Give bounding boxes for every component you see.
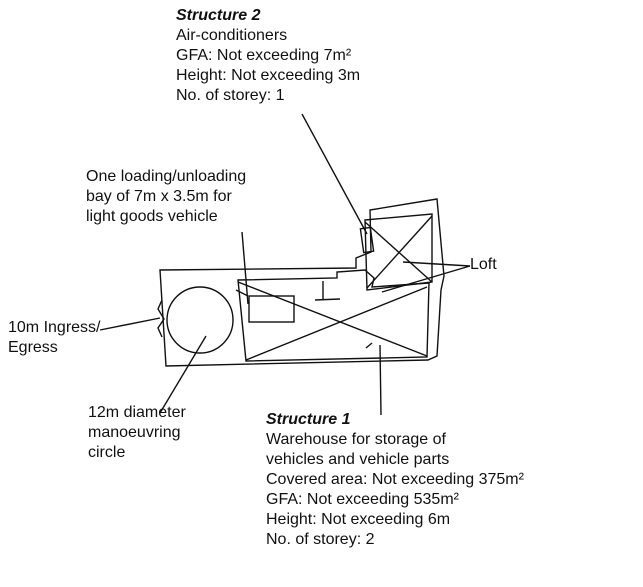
manoeuvring-line: 12m diameter [88,404,186,421]
loading-bay [248,295,295,323]
loading-bay-line: bay of 7m x 3.5m for [86,188,232,205]
manoeuvring-line: manoeuvring [88,424,181,441]
structure1-label: Structure 1 Warehouse for storage of veh… [266,410,524,550]
leader-ingress [99,317,161,331]
structure2-label: Structure 2 Air-conditioners GFA: Not ex… [176,6,360,106]
leader-loft-2 [381,265,471,293]
leader-loft-1 [402,261,471,267]
warehouse-diagonal-2 [245,286,428,361]
loading-bay-label: One loading/unloading bay of 7m x 3.5m f… [86,167,246,227]
loading-bay-line: light goods vehicle [86,208,218,225]
manoeuvring-line: circle [88,444,126,461]
structure1-line: No. of storey: 2 [266,531,375,548]
structure1-line: GFA: Not exceeding 535m² [266,491,459,508]
loading-bay-line: One loading/unloading [86,168,247,185]
air-conditioner-unit [359,226,375,254]
loft-diagonal-2 [366,215,433,289]
structure1-line: vehicles and vehicle parts [266,451,450,468]
structure1-line: Warehouse for storage of [266,431,446,448]
structure2-line: Air-conditioners [176,27,288,44]
leader-structure1 [379,344,382,416]
structure2-title: Structure 2 [176,7,261,24]
leader-structure2 [301,113,368,235]
ingress-gate [157,299,165,338]
structure2-line: Height: Not exceeding 3m [176,67,361,84]
site-boundary [159,198,445,367]
ingress-line: Egress [8,339,58,356]
loading-bay-edge [235,289,249,297]
structure1-title: Structure 1 [266,411,351,428]
ingress-line: 10m Ingress/ [8,319,101,336]
warehouse-diagonal-1 [237,281,428,357]
structure1-line: Height: Not exceeding 6m [266,511,451,528]
leader-loading-bay [241,231,249,305]
loft-diagonal-1 [364,221,433,283]
manoeuvring-circle [166,286,234,354]
warehouse-outline [237,269,430,362]
manoeuvring-circle-label: 12m diameter manoeuvring circle [88,403,186,463]
ingress-label: 10m Ingress/ Egress [8,318,100,358]
structure2-line: No. of storey: 1 [176,87,285,104]
structure1-line: Covered area: Not exceeding 375m² [266,471,524,488]
loft-label: Loft [470,256,497,273]
leader-manoeuvring [159,335,207,414]
structure2-line: GFA: Not exceeding 7m² [176,47,352,64]
